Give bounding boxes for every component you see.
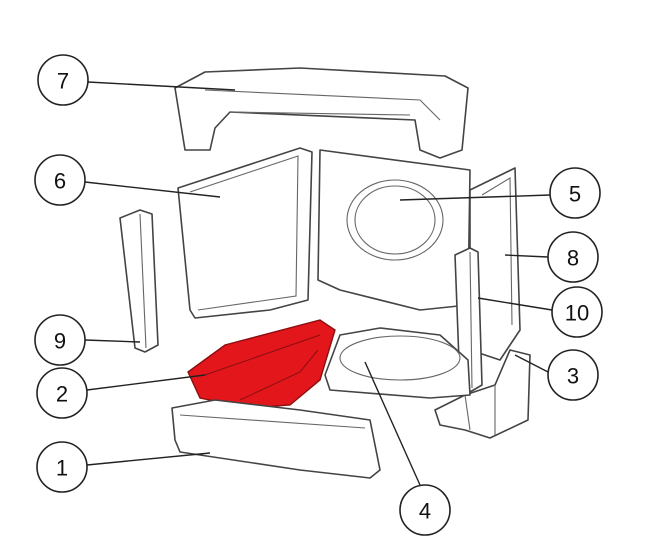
part-7-top-baffle[interactable] bbox=[174, 67, 469, 159]
svg-text:4: 4 bbox=[419, 499, 431, 524]
callout-5: 5 bbox=[549, 167, 601, 219]
part-4-base-plate-right[interactable] bbox=[324, 327, 471, 399]
svg-text:7: 7 bbox=[57, 69, 69, 94]
callout-7: 7 bbox=[37, 54, 89, 106]
part-1-front-brick[interactable] bbox=[171, 399, 381, 479]
svg-text:6: 6 bbox=[54, 169, 66, 194]
part-9-left-side-pillar[interactable] bbox=[119, 209, 159, 353]
leader-lines bbox=[84, 81, 553, 486]
svg-text:5: 5 bbox=[569, 182, 581, 207]
svg-text:3: 3 bbox=[567, 364, 579, 389]
part-2-base-plate-left[interactable] bbox=[187, 319, 336, 409]
callout-10: 10 bbox=[551, 286, 603, 338]
callout-4: 4 bbox=[399, 484, 451, 536]
callout-3: 3 bbox=[547, 349, 599, 401]
part-6-left-back-wall[interactable] bbox=[177, 147, 313, 319]
callout-6: 6 bbox=[34, 154, 86, 206]
svg-text:1: 1 bbox=[56, 456, 68, 481]
part-5-rear-back-wall[interactable] bbox=[317, 149, 471, 311]
svg-text:2: 2 bbox=[56, 382, 68, 407]
callout-2: 2 bbox=[36, 367, 88, 419]
part-3-right-foot[interactable] bbox=[434, 349, 531, 439]
callout-1: 1 bbox=[36, 441, 88, 493]
svg-text:9: 9 bbox=[54, 329, 66, 354]
callout-9: 9 bbox=[34, 314, 86, 366]
svg-text:10: 10 bbox=[565, 301, 589, 326]
svg-text:8: 8 bbox=[567, 246, 579, 271]
callout-8: 8 bbox=[547, 231, 599, 283]
